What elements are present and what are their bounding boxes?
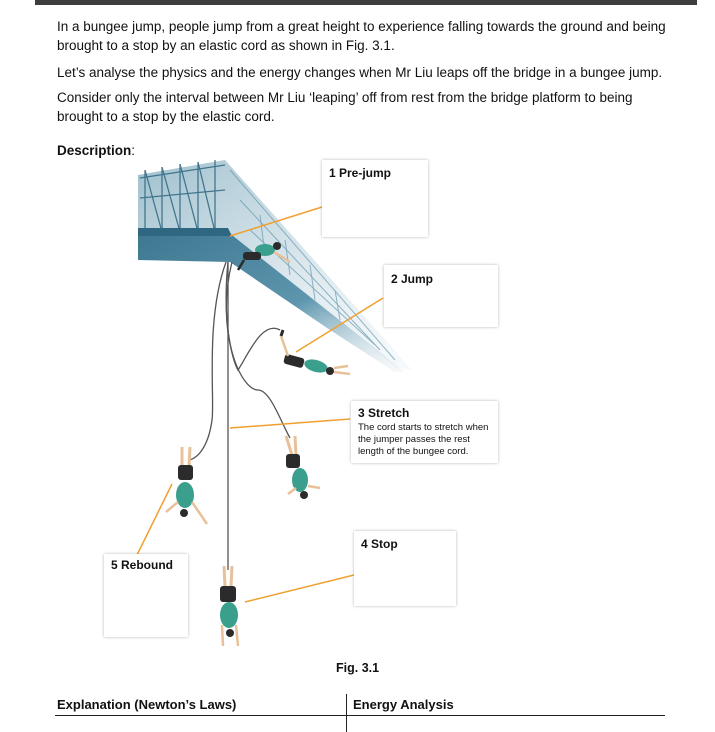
prejump-label: 1 Pre-jump <box>329 166 392 180</box>
stretch-note: The cord starts to stretch when the jump… <box>358 422 489 457</box>
bungee-figure <box>136 160 412 647</box>
description-label: Description: <box>57 143 135 158</box>
stretch-label: 3 Stretch <box>358 406 410 420</box>
bungee-cords <box>187 261 291 570</box>
jumper-stop <box>220 565 240 647</box>
stop-label: 4 Stop <box>361 537 398 551</box>
table-column-divider <box>346 694 347 732</box>
jumper-jump <box>279 329 351 376</box>
analysis-paragraph: Let’s analyse the physics and the energy… <box>57 65 663 80</box>
leader-lines <box>136 206 384 603</box>
jumper-rebound <box>165 446 209 525</box>
jumper-stretch <box>284 435 321 499</box>
page-top-bar <box>35 0 697 5</box>
explanation-column-header: Explanation (Newton’s Laws) <box>57 697 237 712</box>
intro-paragraph: In a bungee jump, people jump from a gre… <box>57 19 666 53</box>
interval-paragraph: Consider only the interval between Mr Li… <box>57 90 633 124</box>
rebound-label: 5 Rebound <box>111 558 173 572</box>
jumper-prejump <box>236 242 291 271</box>
figure-caption: Fig. 3.1 <box>336 661 380 675</box>
energy-column-header: Energy Analysis <box>353 697 454 712</box>
description-colon: : <box>131 143 136 158</box>
label-box-jump: 2 Jump <box>384 265 498 327</box>
description-label-text: Description <box>57 143 132 158</box>
bridge-illustration <box>138 160 412 372</box>
table-header-rule <box>55 715 665 716</box>
label-box-stretch: 3 Stretch The cord starts to stretch whe… <box>351 401 498 463</box>
label-box-prejump: 1 Pre-jump <box>322 160 428 237</box>
label-box-rebound: 5 Rebound <box>104 554 188 637</box>
label-box-stop: 4 Stop <box>354 531 456 606</box>
jump-label: 2 Jump <box>391 272 434 286</box>
